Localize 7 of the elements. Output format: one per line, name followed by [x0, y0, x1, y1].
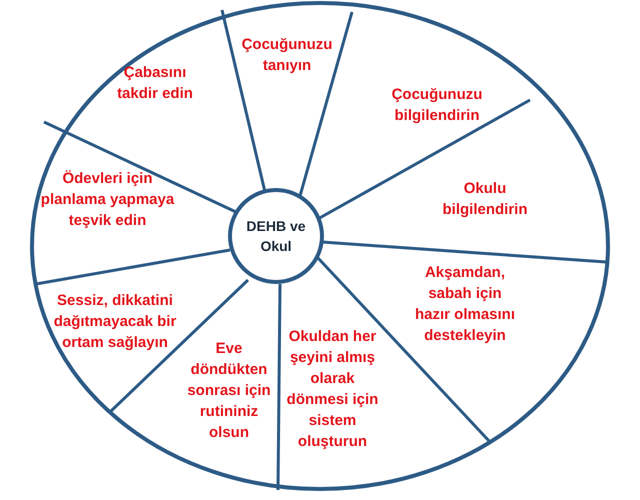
segment-label: Ödevleri için planlama yapmaya teşvik edin	[40, 168, 175, 231]
segment-label: Çocuğunuzu bilgilendirin	[372, 84, 502, 126]
segment-label: Çocuğunuzu tanıyın	[232, 34, 342, 76]
segment-label: Okuldan her şeyini almış olarak dönmesi için sistem oluşturun	[285, 326, 380, 452]
segment-label: Okulu bilgilendirin	[420, 178, 550, 220]
segment-label: Akşamdan, sabah için hazır olmasını destekleyin	[410, 262, 520, 346]
segment-label: Çabasını takdir edin	[105, 62, 205, 104]
